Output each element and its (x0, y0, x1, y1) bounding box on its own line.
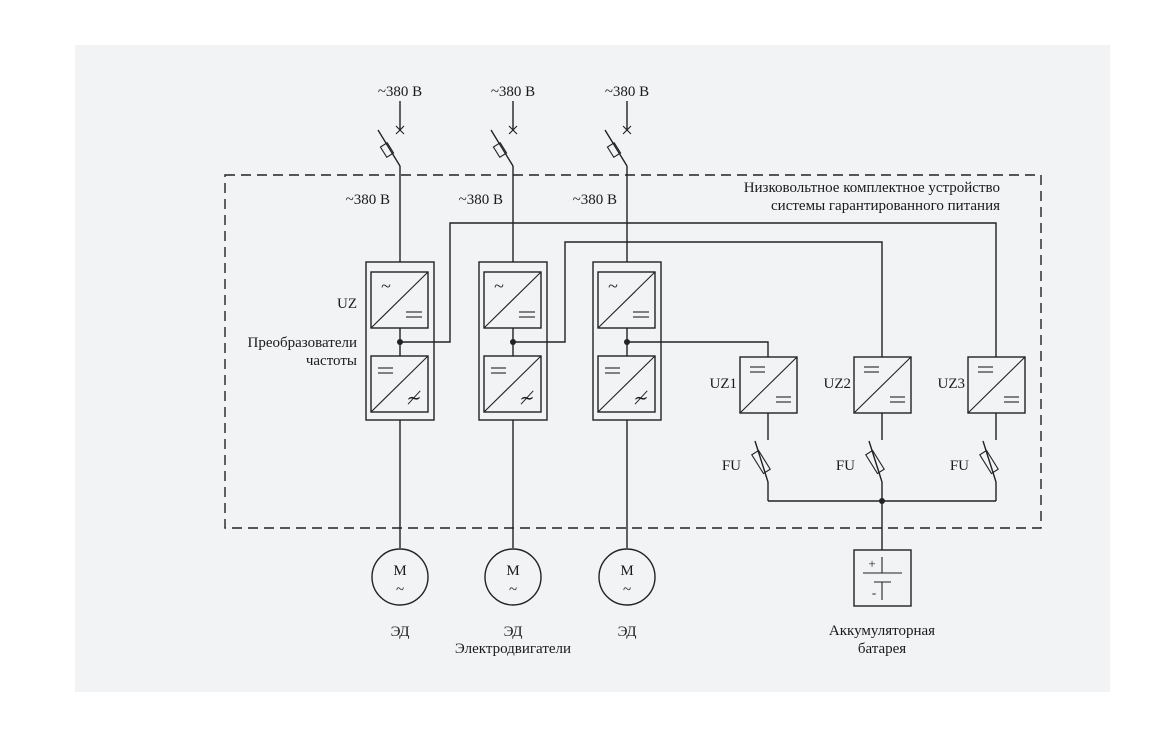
dc-link-junction (397, 339, 403, 345)
converter-diagonal (967, 356, 1026, 414)
rectifier-diagonal (483, 271, 542, 329)
cross-mark (395, 125, 405, 135)
supply-voltage-label: ~380 В (605, 84, 649, 100)
battery-box (853, 549, 912, 607)
fuse-blade (868, 440, 883, 483)
circuit-breaker-release (606, 142, 622, 158)
converter-diagonal (853, 356, 912, 414)
ac-symbol: ~ (608, 276, 618, 296)
fuse-label: FU (836, 458, 855, 474)
motor-ac-symbol: ~ (396, 582, 404, 598)
circuit-breaker-blade (604, 129, 628, 167)
circuit-breaker-release (379, 142, 395, 158)
dc-converter-label: UZ3 (938, 376, 966, 392)
drive-channel: ~380 В ~380 В ~ ≁ M ~ ЭД (346, 84, 435, 640)
inverter-diagonal (370, 355, 429, 413)
drive-channel: ~380 В ~380 В ~ ≁ M ~ ЭД (459, 84, 548, 640)
battery-label-line1: Аккумуляторная (829, 623, 935, 639)
enclosure-title-line2: системы гарантированного питания (771, 198, 1000, 214)
motor-letter: M (620, 563, 633, 579)
inner-voltage-label: ~380 В (459, 192, 503, 208)
inverter-block (370, 355, 429, 413)
fuse-body (865, 449, 885, 475)
converter-group-label-line2: частоты (306, 353, 357, 369)
variable-ac-symbol: ≁ (406, 388, 421, 408)
enclosure-title-line1: Низковольтное комплектное устройство (744, 180, 1000, 196)
motors-group-label: Электродвигатели (455, 641, 571, 657)
inner-voltage-label: ~380 В (573, 192, 617, 208)
cross-mark (508, 125, 518, 135)
variable-ac-symbol: ≁ (519, 388, 534, 408)
rectifier-diagonal (370, 271, 429, 329)
inverter-diagonal (483, 355, 542, 413)
motor-label: ЭД (504, 624, 523, 640)
circuit-breaker-release (492, 142, 508, 158)
motor-symbol (598, 548, 656, 606)
supply-voltage-label: ~380 В (491, 84, 535, 100)
ac-symbol: ~ (494, 276, 504, 296)
drive-channel: ~380 В ~380 В ~ ≁ M ~ ЭД (573, 84, 662, 640)
battery-minus: - (872, 585, 876, 600)
fuse-blade (754, 440, 769, 483)
motor-ac-symbol: ~ (623, 582, 631, 598)
motor-letter: M (393, 563, 406, 579)
fuse-body (751, 449, 771, 475)
dc-link-junction (624, 339, 630, 345)
motor-label: ЭД (391, 624, 410, 640)
converter-designation: UZ (337, 296, 357, 312)
inverter-diagonal (597, 355, 656, 413)
enclosure-boundary (224, 174, 1042, 529)
dc-link-wire-1 (400, 222, 997, 357)
rectifier-diagonal (597, 271, 656, 329)
variable-ac-symbol: ≁ (633, 388, 648, 408)
fuse-label: FU (950, 458, 969, 474)
dc-link-wire-2 (513, 241, 883, 357)
motor-symbol (371, 548, 429, 606)
circuit-breaker-blade (490, 129, 514, 167)
motor-letter: M (506, 563, 519, 579)
ac-symbol: ~ (381, 276, 391, 296)
inverter-block (597, 355, 656, 413)
dc-converter-label: UZ1 (710, 376, 738, 392)
motor-symbol (484, 548, 542, 606)
dc-link-wire-3 (627, 341, 769, 357)
battery-plus: + (868, 556, 875, 571)
motor-label: ЭД (618, 624, 637, 640)
circuit-breaker-blade (377, 129, 401, 167)
battery-label-line2: батарея (858, 641, 906, 657)
dc-link-junction (510, 339, 516, 345)
inverter-block (483, 355, 542, 413)
fuse-label: FU (722, 458, 741, 474)
motor-ac-symbol: ~ (509, 582, 517, 598)
battery-symbol: + - (853, 549, 912, 607)
converter-diagonal (739, 356, 798, 414)
converter-group-label-line1: Преобразователи (248, 335, 358, 351)
fuse-body (979, 449, 999, 475)
dc-converter-label: UZ2 (824, 376, 852, 392)
cross-mark (622, 125, 632, 135)
fuse-blade (982, 440, 997, 483)
inner-voltage-label: ~380 В (346, 192, 390, 208)
supply-voltage-label: ~380 В (378, 84, 422, 100)
